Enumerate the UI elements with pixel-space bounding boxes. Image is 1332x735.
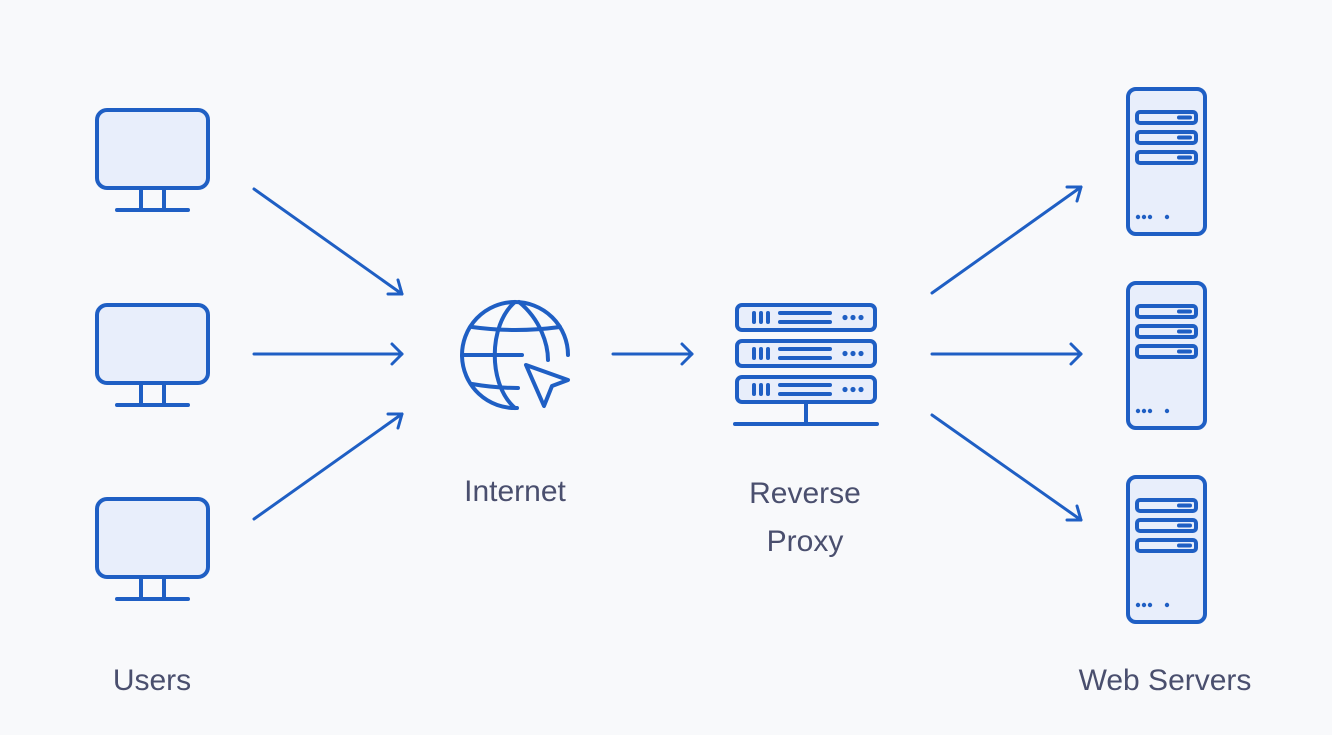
server-rack-icon bbox=[733, 303, 879, 426]
arrow-proxy-to-server1 bbox=[930, 185, 1083, 295]
arrow-proxy-to-server3 bbox=[930, 413, 1083, 522]
globe-cursor-icon bbox=[460, 300, 570, 411]
reverse-proxy-label: Reverse Proxy bbox=[705, 470, 905, 566]
server-tower-icon bbox=[1126, 87, 1207, 236]
monitor-icon bbox=[95, 108, 210, 212]
monitor-icon bbox=[95, 303, 210, 407]
reverse-proxy-label-line2: Proxy bbox=[766, 525, 844, 558]
arrow-user3-to-internet bbox=[252, 412, 404, 521]
web-servers-label: Web Servers bbox=[1078, 664, 1252, 697]
server-tower-icon bbox=[1126, 475, 1207, 624]
monitor-icon bbox=[95, 497, 210, 601]
users-label: Users bbox=[112, 664, 192, 697]
arrow-user2-to-internet bbox=[252, 342, 404, 366]
reverse-proxy-label-line1: Reverse bbox=[749, 477, 861, 510]
arrow-proxy-to-server2 bbox=[930, 342, 1083, 366]
internet-label: Internet bbox=[464, 475, 566, 508]
arrow-internet-to-proxy bbox=[611, 342, 694, 366]
arrow-user1-to-internet bbox=[252, 187, 404, 296]
server-tower-icon bbox=[1126, 281, 1207, 430]
